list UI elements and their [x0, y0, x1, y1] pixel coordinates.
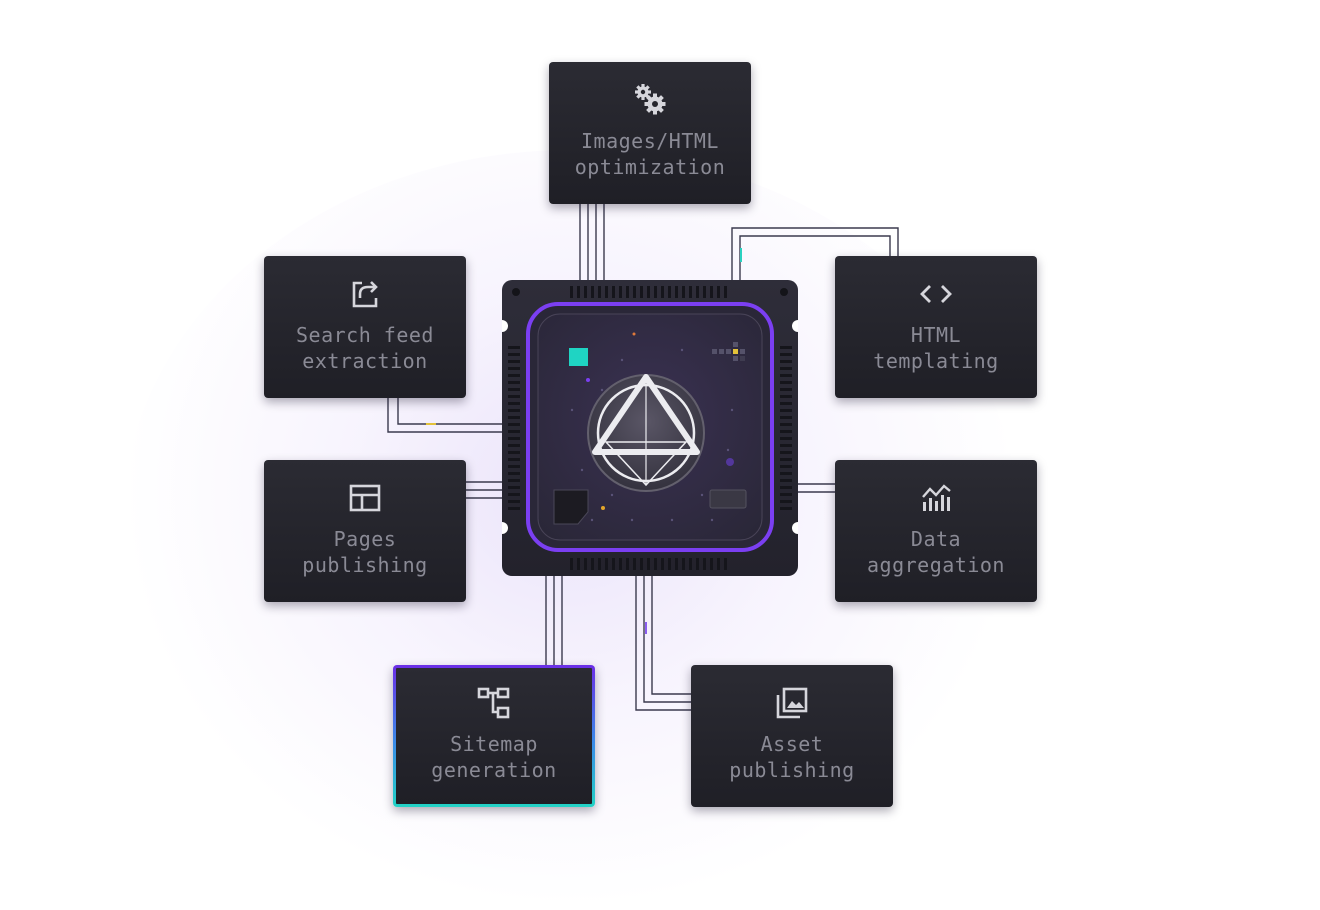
- layout-icon: [347, 480, 383, 516]
- node-images-html-optimization: Images/HTML optimization: [549, 62, 751, 204]
- code-icon: [918, 276, 954, 312]
- node-asset-publishing: Asset publishing: [691, 665, 893, 807]
- node-label: Data aggregation: [867, 527, 1005, 577]
- node-search-feed-extraction: Search feed extraction: [264, 256, 466, 398]
- gears-icon: [632, 82, 668, 118]
- node-label: Images/HTML optimization: [574, 129, 726, 179]
- connection-wires: [387, 204, 899, 711]
- node-data-aggregation: Data aggregation: [835, 460, 1037, 602]
- central-processor-chip: [502, 280, 798, 576]
- gallery-icon: [774, 685, 810, 721]
- node-label: Sitemap generation: [431, 732, 557, 782]
- export-icon: [347, 276, 383, 312]
- node-label: HTML templating: [873, 323, 999, 373]
- node-label: Search feed extraction: [296, 323, 434, 373]
- chart-icon: [918, 480, 954, 516]
- node-label: Asset publishing: [729, 732, 855, 782]
- node-sitemap-generation: Sitemap generation: [393, 665, 595, 807]
- node-label: Pages publishing: [302, 527, 428, 577]
- node-html-templating: HTML templating: [835, 256, 1037, 398]
- triangle-logo-icon: [587, 374, 705, 492]
- node-pages-publishing: Pages publishing: [264, 460, 466, 602]
- sitemap-icon: [476, 685, 512, 721]
